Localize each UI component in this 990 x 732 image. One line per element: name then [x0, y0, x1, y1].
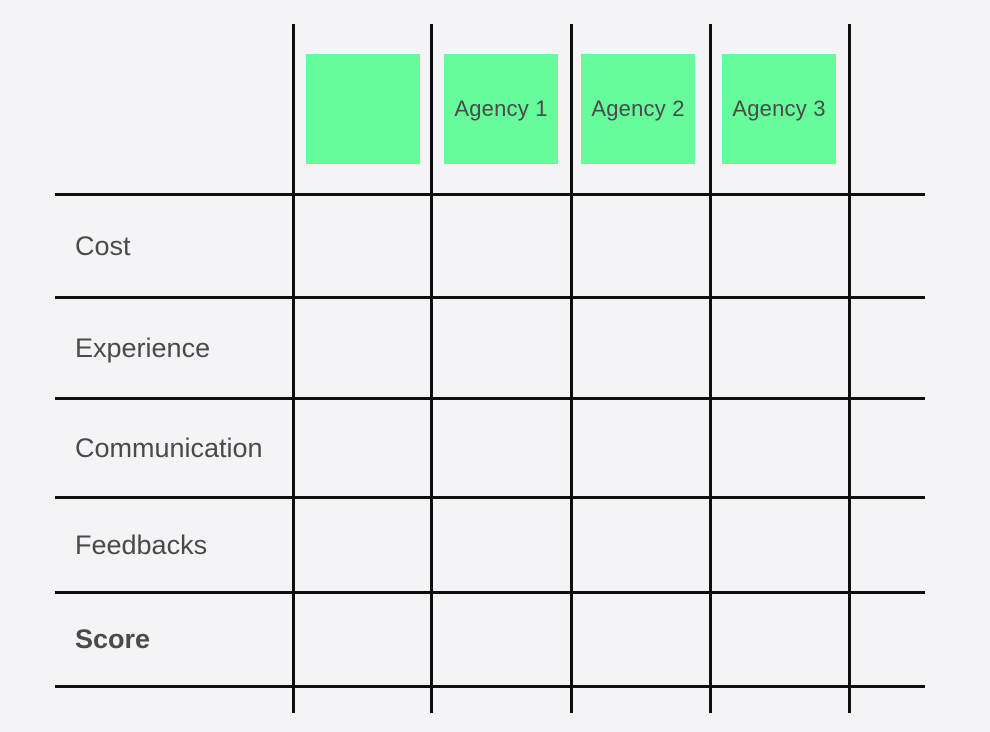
row-label-feedbacks[interactable]: Feedbacks	[75, 529, 208, 560]
sticky-note-label: Agency 3	[732, 96, 826, 121]
sticky-note-label: Agency 2	[591, 96, 685, 121]
grid-vline-1	[292, 24, 295, 713]
sticky-note-blank[interactable]	[306, 54, 420, 164]
row-label-cost[interactable]: Cost	[75, 230, 131, 261]
sticky-note-label: Agency 1	[454, 96, 548, 121]
grid-hline-1	[55, 193, 925, 196]
row-label-experience[interactable]: Experience	[75, 332, 211, 363]
sticky-note-agency-1[interactable]: Agency 1	[444, 54, 558, 164]
grid-hline-4	[55, 496, 925, 499]
row-label-communication[interactable]: Communication	[75, 432, 263, 463]
grid-vline-5	[848, 24, 851, 713]
grid-vline-3	[570, 24, 573, 713]
grid-vline-4	[709, 24, 712, 713]
grid-hline-2	[55, 296, 925, 299]
grid-hline-3	[55, 397, 925, 400]
grid-hline-6	[55, 685, 925, 688]
row-label-score[interactable]: Score	[75, 624, 151, 654]
sticky-note-agency-3[interactable]: Agency 3	[722, 54, 836, 164]
grid-hline-5	[55, 591, 925, 594]
sticky-note-agency-2[interactable]: Agency 2	[581, 54, 695, 164]
grid-vline-2	[430, 24, 433, 713]
